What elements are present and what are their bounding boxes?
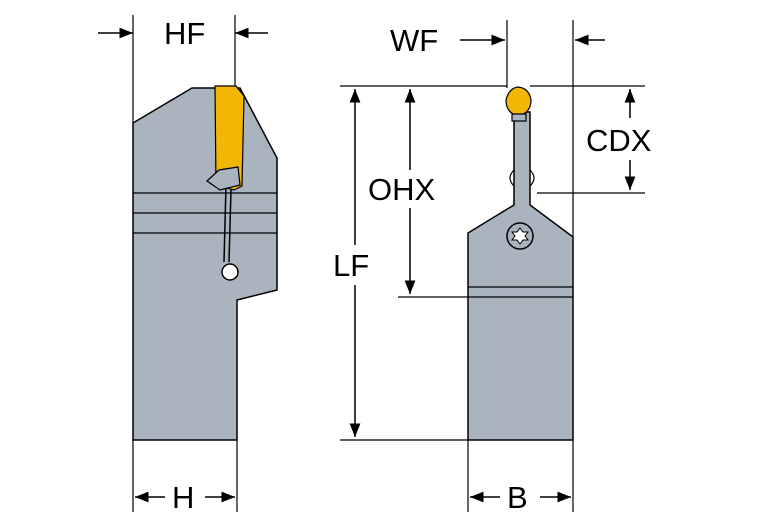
- side-view-relief-hole: [221, 263, 239, 281]
- dimension-label-cdx: CDX: [586, 123, 652, 158]
- dimension-label-b: B: [507, 480, 528, 515]
- dimension-ohx: OHX: [368, 89, 468, 298]
- front-view: [467, 86, 574, 441]
- dimension-h: H: [132, 440, 238, 515]
- dimension-lf: LF: [333, 85, 507, 441]
- dimension-label-lf: LF: [333, 248, 369, 283]
- dimension-label-hf: HF: [164, 16, 205, 51]
- dimension-label-wf: WF: [390, 23, 438, 58]
- side-view: [132, 85, 278, 441]
- front-view-insert: [505, 86, 532, 117]
- dimension-hf: HF: [98, 15, 268, 123]
- dimension-label-ohx: OHX: [368, 172, 436, 207]
- clamp-screw-icon: [506, 222, 534, 250]
- dimension-b: B: [467, 440, 574, 515]
- dimension-cdx: CDX: [530, 85, 652, 194]
- dimension-label-h: H: [172, 480, 194, 515]
- side-view-slot: [223, 184, 227, 263]
- front-view-body: [467, 111, 574, 441]
- side-view-clamp: [206, 166, 241, 191]
- dimension-wf: WF: [390, 20, 605, 237]
- side-view-body: [132, 87, 278, 441]
